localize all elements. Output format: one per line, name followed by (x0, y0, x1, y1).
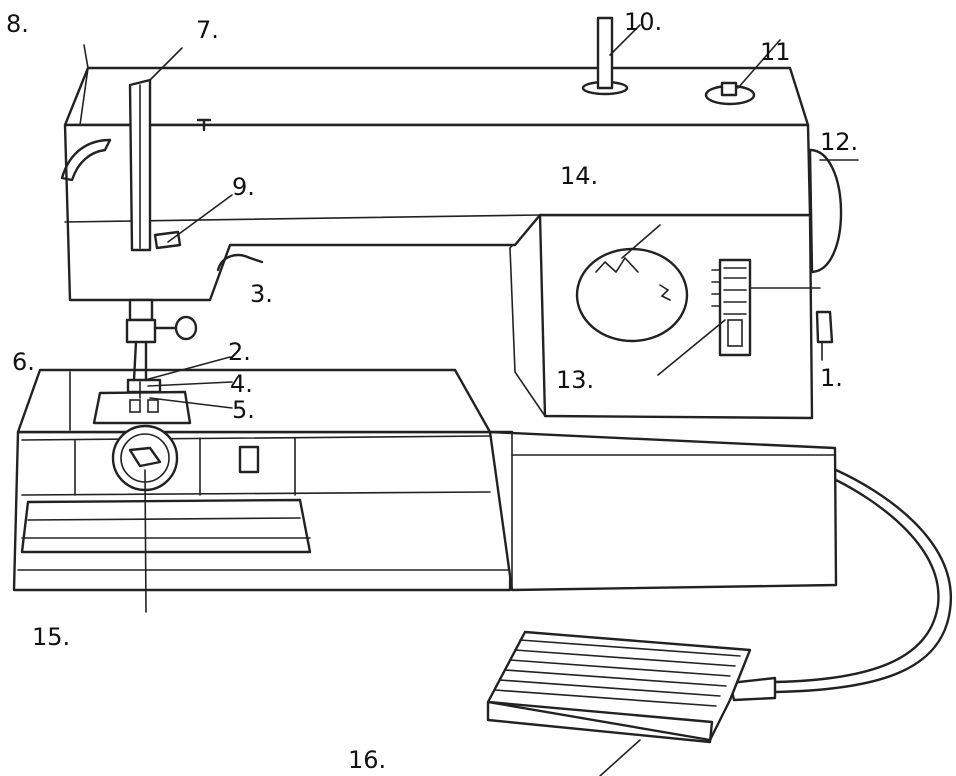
machine-pillar (509, 213, 834, 420)
needle-assembly (125, 298, 198, 399)
handwheel (808, 148, 859, 274)
leader-lines (83, 24, 781, 776)
label-14: 14. (560, 162, 598, 190)
label-9: 9. (232, 173, 255, 201)
label-10: 10. (624, 8, 662, 36)
bobbin-winder-top (704, 81, 756, 106)
label-13: 13. (556, 366, 594, 394)
label-3: 3. (250, 280, 273, 308)
label-11: 11 (760, 38, 791, 66)
machine-arm (60, 66, 812, 302)
label-6: 6. (12, 348, 35, 376)
label-4: 4. (230, 370, 253, 398)
label-15: 15. (32, 623, 70, 651)
label-1: 1. (820, 364, 843, 392)
label-8: 8. (6, 10, 29, 38)
label-12: 12. (820, 128, 858, 156)
label-2: 2. (228, 338, 251, 366)
label-16: 16. (348, 746, 386, 774)
spool-pin (581, 16, 629, 96)
part-labels: 1. 2. 3. 4. 5. 6. 7. 8. 9. 10. 11 12. 13… (6, 8, 858, 774)
machine-base (12, 368, 838, 592)
label-5: 5. (232, 396, 255, 424)
foot-pedal (486, 468, 953, 744)
label-7: 7. (196, 16, 219, 44)
